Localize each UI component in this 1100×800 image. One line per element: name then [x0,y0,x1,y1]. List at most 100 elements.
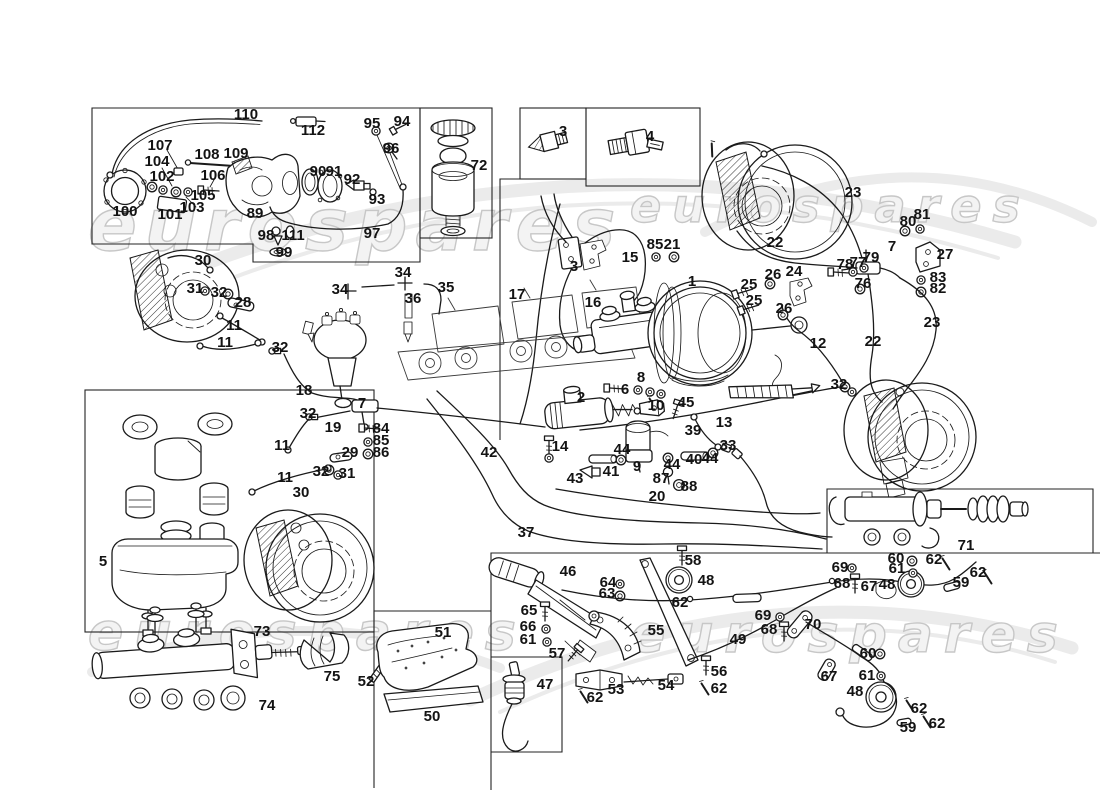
sensor-3-art [527,130,569,153]
part-label-41: 41 [603,463,620,480]
part-label-67: 67 [861,578,878,595]
part-label-77: 77 [850,254,867,271]
part-label-93: 93 [369,191,386,208]
watermark-swoosh [203,178,1022,269]
part-label-56: 56 [711,663,728,680]
part-label-2: 2 [577,389,585,406]
part-label-57: 57 [549,645,566,662]
part-label-79: 79 [863,249,880,266]
wheel-cylinder-71-art [828,491,1029,549]
part-label-28: 28 [235,294,252,311]
part-label-101: 101 [157,206,182,223]
part-label-50: 50 [424,708,441,725]
part-label-67: 67 [821,668,838,685]
part-label-25: 25 [741,276,758,293]
caliper-kit-art [103,116,407,257]
watermark-swoosh [700,172,1097,237]
watermark-swoosh [463,605,1079,707]
handbrake-cable-art [561,554,993,729]
part-label-89: 89 [247,205,264,222]
frame-caliper-kit [91,107,421,263]
part-label-49: 49 [730,631,747,648]
part-label-8: 8 [637,369,645,386]
part-label-69: 69 [755,607,772,624]
engine-context-art [302,276,642,381]
part-label-23: 23 [845,184,862,201]
diagram-artwork [91,116,1029,752]
part-label-45: 45 [678,394,695,411]
part-label-13: 13 [716,414,733,431]
part-label-105: 105 [190,187,215,204]
part-label-62: 62 [911,700,928,717]
part-label-11: 11 [226,317,242,334]
part-label-11: 11 [217,334,233,351]
right-junction-art [730,224,941,410]
part-label-94: 94 [394,113,411,130]
part-label-6: 6 [621,381,629,398]
part-label-85: 85 [647,236,664,253]
part-label-75: 75 [324,668,341,685]
part-label-20: 20 [649,488,666,505]
part-label-40: 40 [686,451,703,468]
reservoir-72-art [430,119,476,237]
part-label-62: 62 [926,551,943,568]
part-label-7: 7 [888,238,896,255]
part-label-80: 80 [900,213,917,230]
part-label-54: 54 [658,677,675,694]
front-right-disc-art [701,138,863,269]
part-label-14: 14 [552,438,569,455]
part-label-25: 25 [746,292,763,309]
part-label-62: 62 [587,689,604,706]
part-label-33: 33 [720,437,737,454]
part-label-108: 108 [194,146,219,163]
reservoir-5-art [111,412,239,637]
part-label-107: 107 [147,137,172,154]
part-label-88: 88 [681,478,698,495]
part-label-66: 66 [520,618,537,635]
part-label-106: 106 [200,167,225,184]
part-label-34: 34 [332,281,349,298]
part-label-109: 109 [223,145,248,162]
part-label-62: 62 [929,715,946,732]
part-label-31: 31 [187,280,204,297]
switch-47-art [501,661,529,752]
part-label-48: 48 [698,572,715,589]
handbrake-art [488,545,712,704]
part-label-32: 32 [313,463,330,480]
section-frames [84,107,1100,790]
part-label-60: 60 [888,550,905,567]
part-label-22: 22 [865,333,882,350]
air-filter-art [376,623,484,713]
part-label-44: 44 [664,456,681,473]
part-label-19: 19 [325,419,342,436]
part-label-44: 44 [614,441,631,458]
part-label-62: 62 [711,680,728,697]
part-label-15: 15 [622,249,639,266]
sensor-4-art [607,128,664,156]
part-label-62: 62 [672,594,689,611]
part-label-32: 32 [211,284,228,301]
part-label-26: 26 [765,266,782,283]
part-label-32: 32 [831,376,848,393]
part-label-71: 71 [958,537,975,554]
part-label-68: 68 [834,575,851,592]
part-label-3: 3 [570,258,578,275]
part-label-58: 58 [685,552,702,569]
part-label-43: 43 [567,470,584,487]
part-label-100: 100 [112,203,137,220]
part-label-39: 39 [685,422,702,439]
part-label-12: 12 [810,335,827,352]
part-label-9: 9 [633,458,641,475]
part-label-3: 3 [559,123,567,140]
part-label-30: 30 [293,484,310,501]
part-label-81: 81 [914,206,931,223]
part-label-59: 59 [953,574,970,591]
part-label-84: 84 [373,420,390,437]
frame-reservoir-72 [419,107,493,239]
part-label-98: 98 [258,227,275,244]
part-label-11: 11 [274,437,290,454]
part-label-62: 62 [970,564,987,581]
part-label-76: 76 [855,275,872,292]
